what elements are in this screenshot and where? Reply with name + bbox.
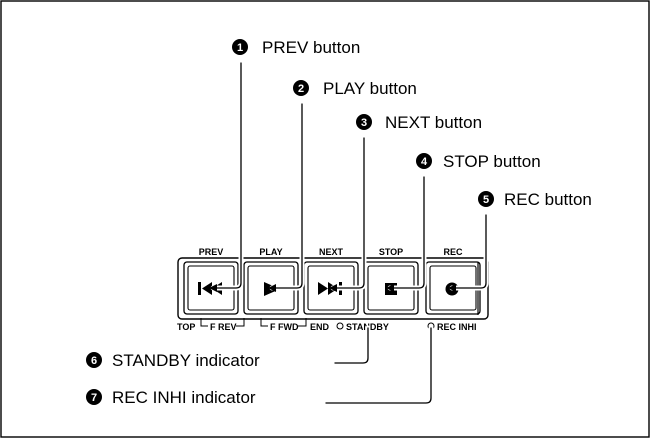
callout-stop: 4 STOP button bbox=[416, 152, 541, 171]
callout-rec: 5 REC button bbox=[478, 190, 592, 209]
callout-rec-inhi: 7 REC INHI indicator bbox=[86, 388, 256, 407]
callout-label-standby: STANDBY indicator bbox=[112, 351, 260, 370]
standby-indicator-lamp bbox=[336, 322, 344, 330]
control-panel bbox=[177, 257, 489, 320]
callout-next: 3 NEXT button bbox=[356, 113, 482, 132]
label-top: TOP bbox=[177, 322, 195, 332]
svg-text:7: 7 bbox=[91, 392, 97, 404]
label-end: END bbox=[310, 322, 330, 332]
svg-text:4: 4 bbox=[421, 156, 428, 168]
callout-standby: 6 STANDBY indicator bbox=[86, 351, 260, 370]
leader-rec bbox=[451, 214, 487, 289]
callout-number-3 bbox=[356, 114, 372, 130]
leader-rec-inhi bbox=[325, 327, 432, 404]
label-play: PLAY bbox=[259, 247, 282, 257]
callout-number-7 bbox=[86, 389, 102, 405]
leader-lines bbox=[210, 60, 489, 406]
callout-number-4 bbox=[416, 153, 432, 169]
label-rec-inhi: REC INHI bbox=[437, 322, 477, 332]
callout-number-2 bbox=[293, 80, 309, 96]
callout-label-stop: STOP button bbox=[443, 152, 541, 171]
callout-number-1 bbox=[232, 39, 248, 55]
callout-label-rec: REC button bbox=[504, 190, 592, 209]
callout-number-5 bbox=[478, 191, 494, 207]
bracket-end-right bbox=[298, 318, 307, 327]
label-f-fwd: F FWD bbox=[270, 322, 299, 332]
callout-label-next: NEXT button bbox=[385, 113, 482, 132]
leader-prev bbox=[212, 62, 242, 289]
leader-stop bbox=[389, 176, 425, 289]
leader-arrowheads bbox=[209, 284, 456, 292]
callout-prev: 1 PREV button bbox=[232, 38, 360, 57]
bracket-top-left bbox=[200, 318, 208, 327]
svg-text:5: 5 bbox=[483, 194, 489, 206]
bracket-ffwd-left bbox=[260, 318, 268, 327]
label-stop: STOP bbox=[379, 247, 403, 257]
callout-label-rec-inhi: REC INHI indicator bbox=[112, 388, 256, 407]
callout-label-play: PLAY button bbox=[323, 79, 417, 98]
bracket-frev-right bbox=[236, 318, 245, 327]
svg-text:2: 2 bbox=[298, 83, 304, 95]
svg-text:6: 6 bbox=[91, 355, 97, 367]
label-f-rev: F REV bbox=[210, 322, 237, 332]
label-rec: REC bbox=[443, 247, 463, 257]
callout-play: 2 PLAY button bbox=[293, 79, 417, 98]
callout-number-6 bbox=[86, 352, 102, 368]
leader-standby bbox=[334, 327, 369, 364]
leader-next bbox=[332, 137, 365, 289]
label-next: NEXT bbox=[319, 247, 344, 257]
svg-text:1: 1 bbox=[237, 42, 243, 54]
leader-play bbox=[271, 103, 303, 289]
label-prev: PREV bbox=[199, 247, 224, 257]
svg-text:3: 3 bbox=[361, 117, 367, 129]
callout-label-prev: PREV button bbox=[262, 38, 360, 57]
